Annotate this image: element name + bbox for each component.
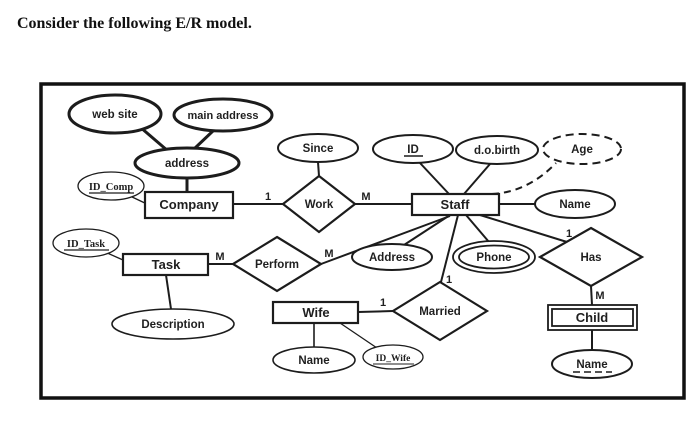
- relationship-has: Has: [537, 226, 645, 288]
- svg-text:Child: Child: [576, 310, 609, 325]
- cardinality-company-work: 1: [265, 191, 271, 203]
- entity-company: Company: [143, 190, 235, 220]
- connector-has-child: [590, 285, 593, 306]
- relationship-married: Married: [390, 280, 490, 342]
- attribute-phone-multivalued: Phone: [452, 240, 536, 274]
- svg-text:Married: Married: [419, 306, 461, 318]
- svg-text:ID_Task: ID_Task: [67, 239, 105, 250]
- attribute-id-key: ID: [372, 134, 454, 164]
- connector-staff-married: [440, 214, 459, 283]
- svg-text:d.o.birth: d.o.birth: [474, 145, 520, 157]
- svg-text:Task: Task: [152, 257, 181, 272]
- connector-staff-address: [403, 214, 451, 246]
- connector-mainaddress-address: [192, 128, 216, 151]
- attribute-main-address: main address: [172, 97, 274, 133]
- svg-text:Age: Age: [571, 144, 593, 156]
- connector-perform-staff: [320, 215, 451, 265]
- cardinality-staff-married: 1: [446, 274, 452, 286]
- svg-text:Staff: Staff: [441, 197, 471, 212]
- svg-text:Wife: Wife: [302, 305, 329, 320]
- connector-staff-phone: [465, 214, 490, 243]
- attribute-dob: d.o.birth: [455, 135, 539, 165]
- svg-text:Address: Address: [369, 252, 415, 264]
- cardinality-wife-married: 1: [380, 297, 386, 309]
- svg-text:Description: Description: [141, 319, 204, 331]
- attributes: web site main address address ID_Comp Si…: [52, 93, 633, 379]
- attribute-address-composite: address: [133, 146, 241, 180]
- connector-website-address: [139, 125, 169, 153]
- page-title: Consider the following E/R model.: [17, 15, 252, 32]
- svg-text:main address: main address: [188, 110, 259, 122]
- connector-wife-married: [357, 310, 394, 313]
- entity-child-weak: Child: [547, 304, 638, 331]
- cardinality-labels: 1 M M M 1 M 1 1: [215, 191, 604, 309]
- relationship-work: Work: [281, 174, 357, 234]
- svg-text:Name: Name: [576, 359, 607, 371]
- relationship-perform: Perform: [230, 235, 324, 293]
- svg-text:ID_Comp: ID_Comp: [89, 182, 133, 193]
- cardinality-staff-has: 1: [566, 228, 572, 240]
- attribute-age-derived: Age: [542, 133, 622, 165]
- svg-text:Phone: Phone: [476, 252, 511, 264]
- entity-task: Task: [121, 252, 210, 277]
- attribute-id-task-key: ID_Task: [52, 228, 120, 258]
- cardinality-work-staff: M: [361, 191, 370, 203]
- connector-since-work: [317, 161, 320, 177]
- svg-text:Name: Name: [298, 355, 329, 367]
- entity-wife: Wife: [271, 300, 360, 325]
- entities: Company Staff Task Wife Child: [121, 190, 638, 331]
- svg-text:Has: Has: [580, 252, 601, 264]
- cardinality-has-child: M: [595, 290, 604, 302]
- relationships: Work Perform Married Has: [230, 174, 645, 342]
- connector-task-description: [165, 274, 172, 310]
- connector-dob-staff: [463, 163, 491, 195]
- connector-wife-idwife: [339, 322, 378, 349]
- attribute-staff-name: Name: [534, 189, 616, 219]
- attribute-child-name-partial-key: Name: [551, 349, 633, 379]
- svg-text:Perform: Perform: [255, 259, 299, 271]
- entity-staff: Staff: [410, 192, 501, 217]
- svg-text:address: address: [165, 158, 209, 170]
- connector-staff-has: [479, 214, 568, 243]
- svg-text:Company: Company: [159, 197, 219, 212]
- attribute-description: Description: [111, 308, 235, 340]
- svg-text:Since: Since: [303, 143, 334, 155]
- attribute-wife-name: Name: [272, 346, 356, 374]
- svg-text:ID: ID: [407, 144, 419, 156]
- svg-text:web site: web site: [91, 109, 137, 121]
- attribute-since: Since: [277, 133, 359, 163]
- cardinality-task-perform: M: [215, 251, 224, 263]
- connector-id-staff: [419, 162, 450, 195]
- attribute-web-site: web site: [67, 93, 163, 135]
- attribute-id-wife-key: ID_Wife: [362, 344, 424, 370]
- svg-text:Work: Work: [305, 199, 334, 211]
- cardinality-perform-staff: M: [324, 248, 333, 260]
- attribute-staff-address: Address: [351, 243, 433, 271]
- svg-text:Name: Name: [559, 199, 590, 211]
- svg-text:ID_Wife: ID_Wife: [376, 354, 411, 364]
- attribute-id-comp-key: ID_Comp: [77, 171, 145, 201]
